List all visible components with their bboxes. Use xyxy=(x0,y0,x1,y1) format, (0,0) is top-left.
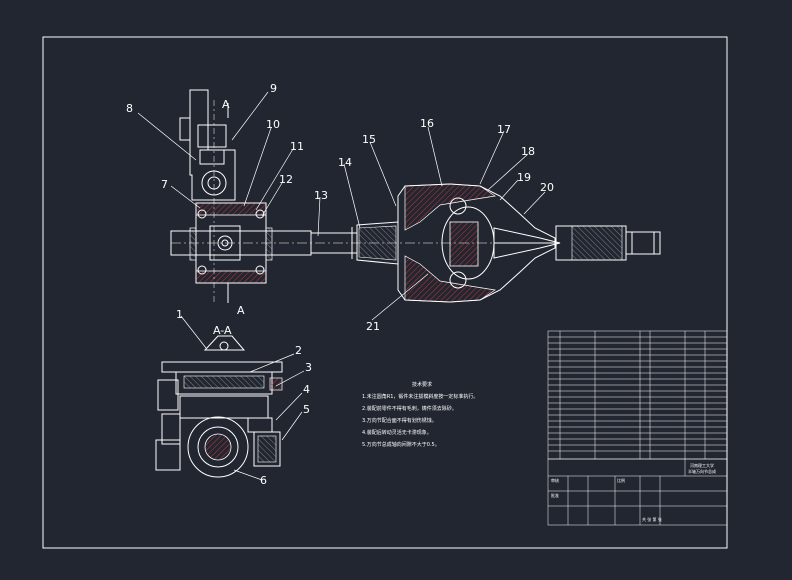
part-label-19: 19 xyxy=(517,171,531,184)
section-title: A-A xyxy=(213,324,232,337)
part-label-16: 16 xyxy=(420,117,434,130)
title-block xyxy=(547,458,728,526)
review-label: 审核 xyxy=(551,477,559,483)
tech-requirements: 技术要求 1.未注圆角R1，锻件未注拔模斜度按一定标准执行。 2.装配前零件不得… xyxy=(362,381,478,448)
drawing-name: 半轴万向节总成 xyxy=(688,468,716,474)
part-label-15: 15 xyxy=(362,133,376,146)
part-label-9: 9 xyxy=(270,82,277,95)
tech-requirement-5: 5.万向节总成轴向间隙不大于0.5。 xyxy=(362,441,440,448)
tech-requirement-3: 3.万向节配合面不得有划伤锈蚀。 xyxy=(362,417,437,424)
section-view: A-A xyxy=(155,324,283,478)
part-label-14: 14 xyxy=(338,156,352,169)
part-label-20: 20 xyxy=(540,181,554,194)
part-label-10: 10 xyxy=(266,118,280,131)
section-mark-bottom: A xyxy=(237,304,245,317)
part-label-12: 12 xyxy=(279,173,293,186)
tech-requirement-1: 1.未注圆角R1，锻件未注拔模斜度按一定标准执行。 xyxy=(362,393,478,400)
part-label-3: 3 xyxy=(305,361,312,374)
part-label-21: 21 xyxy=(366,320,380,333)
part-label-5: 5 xyxy=(303,403,310,416)
part-label-17: 17 xyxy=(497,123,511,136)
part-label-7: 7 xyxy=(161,178,168,191)
scale-label: 比例 xyxy=(617,477,625,483)
main-view: A A xyxy=(170,89,661,317)
part-label-8: 8 xyxy=(126,102,133,115)
tech-requirements-title: 技术要求 xyxy=(412,381,432,388)
part-label-1: 1 xyxy=(176,308,183,321)
parts-list xyxy=(547,330,728,460)
institution-name: 河南理工大学 xyxy=(690,462,714,468)
part-numbers: 1 2 3 4 5 6 7 8 9 10 11 12 13 14 15 16 1… xyxy=(126,82,554,487)
part-label-2: 2 xyxy=(295,344,302,357)
tech-requirement-2: 2.装配前零件不得有毛刺，铸件须去除砂。 xyxy=(362,405,457,412)
drawing-frame xyxy=(42,36,728,549)
title-block-text: 河南理工大学 半轴万向节总成 审核 批准 比例 共 张 第 张 xyxy=(551,462,716,522)
part-label-11: 11 xyxy=(290,140,304,153)
leader-lines xyxy=(137,91,546,481)
sheet-label: 共 张 第 张 xyxy=(642,516,662,522)
part-label-18: 18 xyxy=(521,145,535,158)
part-label-6: 6 xyxy=(260,474,267,487)
section-mark-top: A xyxy=(222,98,230,111)
part-label-13: 13 xyxy=(314,189,328,202)
part-label-4: 4 xyxy=(303,383,310,396)
approve-label: 批准 xyxy=(551,492,559,498)
tech-requirement-4: 4.装配后转动灵活无卡滞现象。 xyxy=(362,429,432,436)
